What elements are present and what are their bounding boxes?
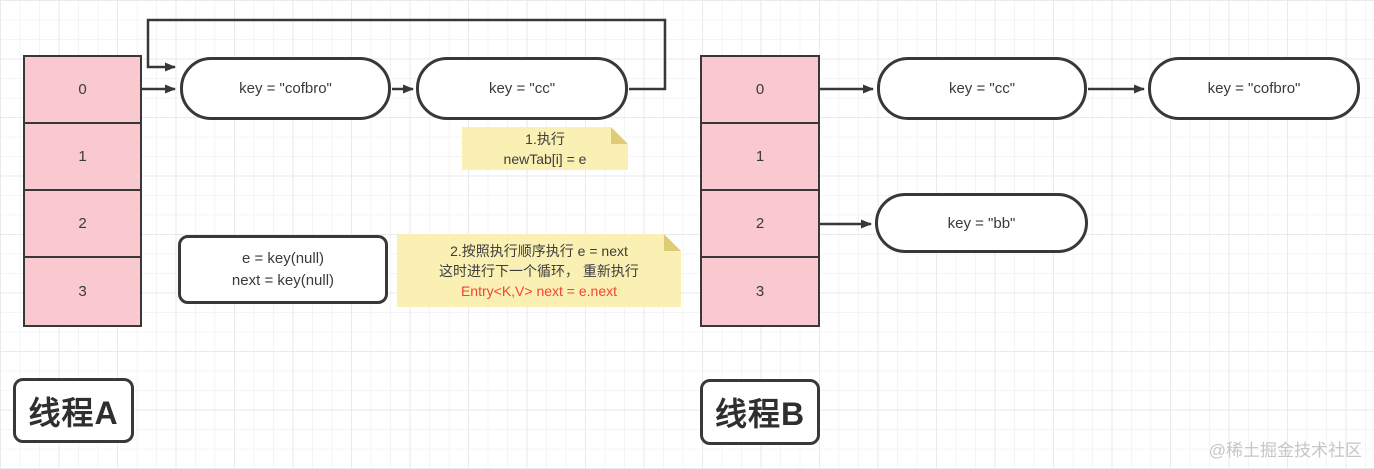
watermark: @稀土掘金技术社区 bbox=[1208, 441, 1362, 460]
state-box: e = key(null) next = key(null) bbox=[178, 235, 388, 304]
thread-b-node-bb: key = "bb" bbox=[875, 193, 1088, 253]
thread-b-node-cofbro: key = "cofbro" bbox=[1148, 57, 1360, 120]
thread-a-cell-0: 0 bbox=[25, 57, 140, 124]
note-step2-line3: Entry<K,V> next = e.next bbox=[460, 282, 618, 299]
note-step1-line1: 1.执行 bbox=[525, 130, 565, 147]
thread-a-cell-3: 3 bbox=[78, 283, 87, 300]
thread-a-node-cc: key = "cc" bbox=[416, 57, 628, 120]
note-step2-line1: 2.按照执行顺序执行 e = next bbox=[450, 242, 628, 259]
note-step2-line2: 这时进行下一个循环， 重新执行 bbox=[439, 262, 639, 279]
thread-b-cell-0: 0 bbox=[702, 57, 818, 124]
thread-b-cell-3: 3 bbox=[755, 283, 765, 300]
thread-b-cell-1: 1 bbox=[702, 124, 818, 191]
thread-b-array: 0 1 2 3 bbox=[700, 55, 820, 327]
note-step1: 1.执行 newTab[i] = e bbox=[462, 127, 628, 170]
thread-a-array: 0 1 2 3 bbox=[23, 55, 142, 327]
state-box-line2: next = key(null) bbox=[231, 271, 335, 289]
note-step2: 2.按照执行顺序执行 e = next 这时进行下一个循环， 重新执行 Entr… bbox=[397, 234, 681, 307]
thread-b-node-cc: key = "cc" bbox=[877, 57, 1087, 120]
thread-a-node-cofbro: key = "cofbro" bbox=[180, 57, 391, 120]
thread-a-cell-1: 1 bbox=[25, 124, 140, 191]
thread-b-label: 线程B bbox=[700, 379, 820, 445]
thread-a-cell-2: 2 bbox=[25, 191, 140, 258]
note-fold-icon bbox=[664, 234, 681, 251]
note-step1-line2: newTab[i] = e bbox=[503, 150, 587, 167]
note-fold-icon bbox=[611, 127, 628, 144]
thread-a-label: 线程A bbox=[13, 378, 134, 443]
state-box-line1: e = key(null) bbox=[241, 249, 325, 267]
thread-b-cell-2: 2 bbox=[702, 191, 818, 258]
